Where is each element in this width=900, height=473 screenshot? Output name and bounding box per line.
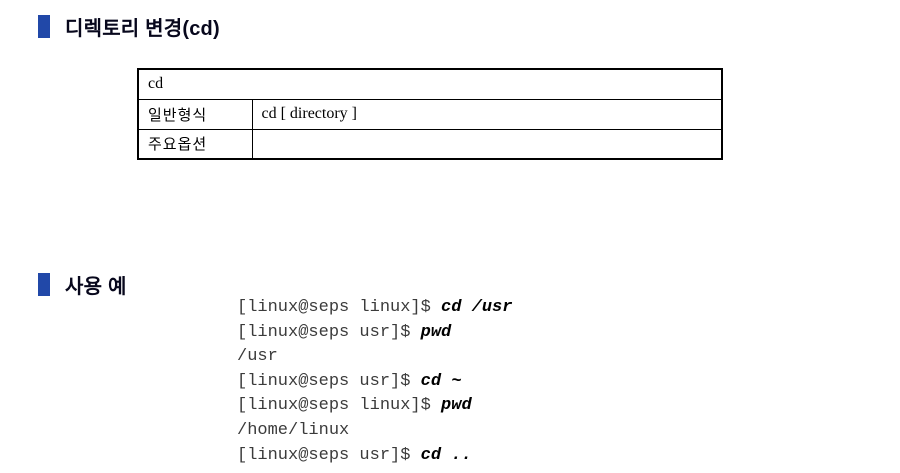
command-name-cell: cd [137,68,723,100]
blue-square-bullet-icon [38,273,50,296]
terminal-line: [linux@seps linux]$ cd /usr [237,296,512,321]
table-row: 일반형식 cd [ directory ] [137,98,723,130]
main-options-label-cell: 주요옵션 [137,128,253,160]
terminal-line: [linux@seps usr]$ cd .. [237,444,512,469]
table-row: 주요옵션 [137,128,723,160]
terminal-prompt: [linux@seps usr]$ [237,371,421,391]
terminal-output: /home/linux [237,420,350,440]
terminal-command: cd /usr [441,298,513,317]
terminal-prompt: [linux@seps usr]$ [237,322,421,342]
section-heading-usage: 사용 예 [38,270,127,299]
section-title: 디렉토리 변경(cd) [65,18,220,40]
terminal-command: cd .. [420,445,472,465]
general-format-label-cell: 일반형식 [137,98,253,130]
section-heading-cd: 디렉토리 변경(cd) [38,12,220,41]
terminal-line: /usr [237,345,512,370]
terminal-command: pwd [420,322,452,342]
terminal-prompt: [linux@seps usr]$ [237,445,421,465]
terminal-command: pwd [441,396,472,416]
terminal-output: /usr [237,347,278,367]
terminal-line: [linux@seps usr]$ pwd [237,321,512,346]
terminal-line: [linux@seps usr]$ cd ~ [237,370,512,395]
main-options-value-cell [251,128,723,160]
section-title: 사용 예 [65,276,127,298]
terminal-prompt: [linux@seps linux]$ [237,298,442,317]
terminal-prompt: [linux@seps linux]$ [237,396,442,416]
command-spec-table: cd 일반형식 cd [ directory ] 주요옵션 [137,68,723,160]
general-format-value-cell: cd [ directory ] [251,98,723,130]
blue-square-bullet-icon [38,15,50,38]
terminal-command: cd ~ [420,371,462,391]
terminal-line: [linux@seps linux]$ pwd [237,394,512,419]
terminal-example-block: [linux@seps linux]$ cd /usr [linux@seps … [237,296,512,468]
table-row: cd [137,68,723,100]
terminal-line: /home/linux [237,419,512,444]
